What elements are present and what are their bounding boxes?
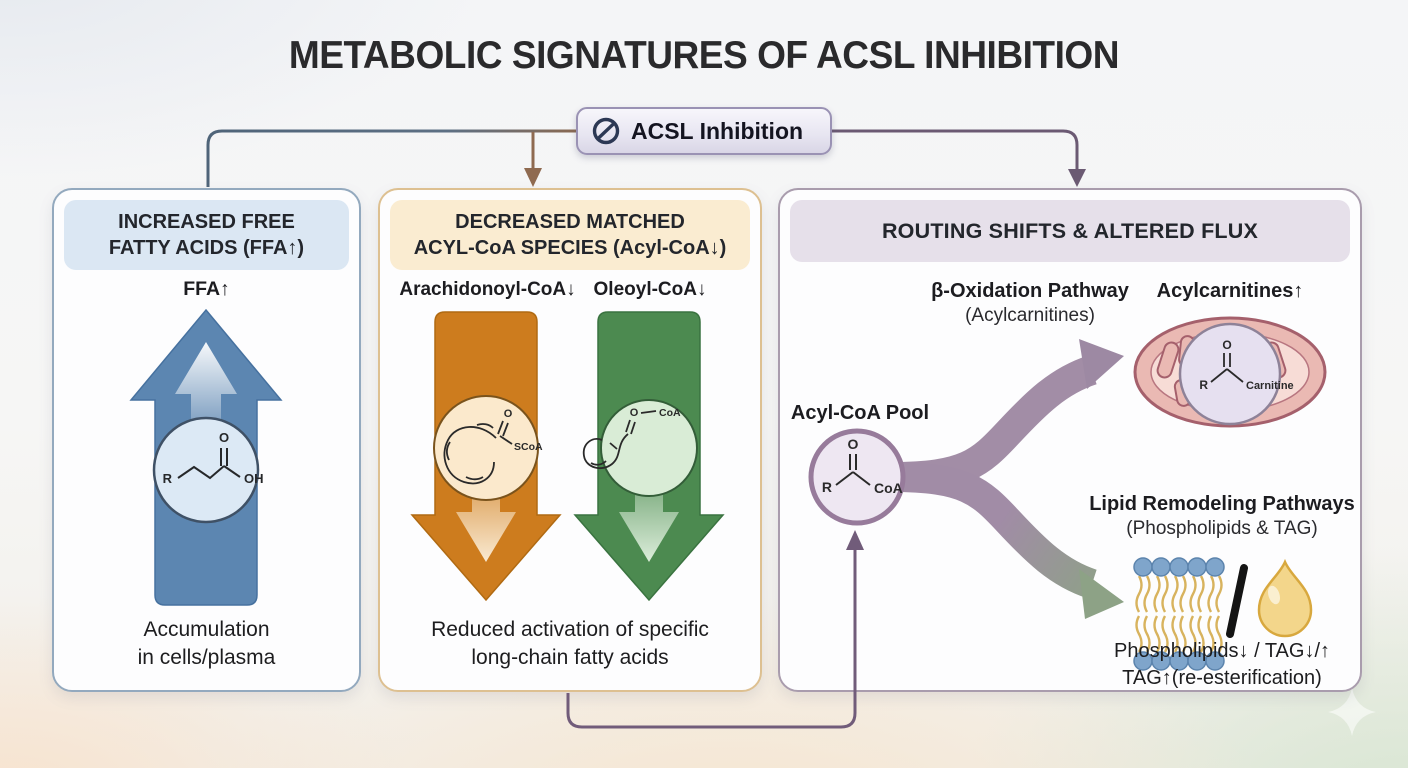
routing-figure: O R CoA O R Carnitine	[808, 316, 1327, 671]
mitochondrion-icon: O R Carnitine	[1133, 316, 1327, 428]
panel-ffa-header-line1: INCREASED FREE	[118, 210, 295, 233]
molecule-carnitine-label: Carnitine	[1246, 380, 1294, 392]
prohibition-icon	[592, 117, 620, 145]
molecule-oh-label: OH	[244, 471, 264, 486]
molecule-o-label: O	[630, 407, 639, 419]
connector-to-acylcoa-panel	[524, 132, 542, 187]
acylcoa-caption-line1: Reduced activation of specific	[431, 618, 709, 641]
molecule-o-label: O	[848, 436, 859, 452]
panel-acylcoa-header-line1: DECREASED MATCHED	[455, 210, 685, 233]
lipid-caption-line2: TAG↑(re-esterification)	[1122, 666, 1322, 689]
beta-oxidation-subtitle: (Acylcarnitines)	[965, 305, 1095, 326]
connector-to-ffa-panel	[206, 129, 576, 187]
lipid-caption: Phospholipids↓ / TAG↓/↑ TAG↑(re-esterifi…	[1082, 638, 1362, 691]
acylcoa-caption: Reduced activation of specific long-chai…	[380, 616, 760, 672]
lipid-droplet-icon	[1257, 558, 1313, 638]
acylcarnitines-label: Acylcarnitines↑	[1156, 280, 1304, 302]
panel-increased-ffa: INCREASED FREE FATTY ACIDS (FFA↑) FFA↑ O…	[52, 188, 361, 692]
panel-ffa-header-line2: FATTY ACIDS (FFA↑)	[108, 237, 305, 259]
beta-oxidation-title: β-Oxidation Pathway	[931, 280, 1129, 302]
slash-divider	[1226, 564, 1248, 638]
sparkle-icon	[1328, 688, 1376, 736]
molecule-coa-label: CoA	[659, 407, 681, 419]
page-title: METABOLIC SIGNATURES OF ACSL INHIBITION	[288, 34, 1120, 77]
molecule-o-label: O	[504, 408, 513, 420]
molecule-o-label: O	[219, 430, 229, 445]
lipid-remodeling-title: Lipid Remodeling Pathways	[1089, 493, 1355, 515]
lipid-remodeling-subtitle: (Phospholipids & TAG)	[1126, 518, 1318, 539]
molecule-r-label: R	[1199, 378, 1208, 392]
arachidonoyl-molecule-icon: O SCoA	[433, 395, 543, 501]
down-arrow-icon-arachidonoyl	[410, 311, 562, 602]
molecule-coa-label: CoA	[874, 480, 903, 496]
acsl-inhibition-badge: ACSL Inhibition	[576, 107, 832, 155]
oleoyl-label: Oleoyl-CoA↓	[593, 279, 707, 300]
ffa-caption: Accumulation in cells/plasma	[54, 616, 359, 672]
arachidonoyl-label: Arachidonoyl-CoA↓	[399, 279, 576, 300]
panel-routing-shifts: ROUTING SHIFTS & ALTERED FLUX β-Oxidatio…	[778, 188, 1362, 692]
oleoyl-molecule-icon: O CoA	[582, 399, 698, 497]
acylcoa-caption-line2: long-chain fatty acids	[471, 645, 669, 669]
panel-ffa-header: INCREASED FREE FATTY ACIDS (FFA↑)	[64, 200, 349, 270]
ffa-caption-line1: Accumulation	[143, 618, 270, 641]
up-arrow-icon	[129, 308, 283, 606]
molecule-r-label: R	[163, 471, 173, 486]
badge-label: ACSL Inhibition	[631, 117, 804, 144]
branch-arrow-icon	[891, 339, 1124, 619]
fatty-acid-molecule-icon: O R OH	[152, 416, 264, 524]
down-arrow-icon-oleoyl	[573, 311, 725, 602]
ffa-arrow-label: FFA↑	[183, 278, 230, 300]
acylcoa-pool-label: Acyl-CoA Pool	[790, 402, 930, 424]
molecule-o-label: O	[1222, 338, 1231, 352]
ffa-caption-line2: in cells/plasma	[137, 645, 276, 669]
lipid-caption-line1: Phospholipids↓ / TAG↓/↑	[1113, 640, 1331, 662]
molecule-r-label: R	[822, 479, 832, 495]
panel-decreased-acylcoa: DECREASED MATCHED ACYL-CoA SPECIES (Acyl…	[378, 188, 762, 692]
acylcoa-pool-molecule-icon: O R CoA	[808, 428, 906, 526]
panel-acylcoa-header-line2: ACYL-CoA SPECIES (Acyl-CoA↓)	[413, 237, 727, 259]
panel-routing-header: ROUTING SHIFTS & ALTERED FLUX	[790, 200, 1350, 262]
connector-to-routing-panel	[832, 129, 1086, 187]
panel-acylcoa-header: DECREASED MATCHED ACYL-CoA SPECIES (Acyl…	[390, 200, 750, 270]
molecule-scoa-label: SCoA	[514, 441, 543, 453]
